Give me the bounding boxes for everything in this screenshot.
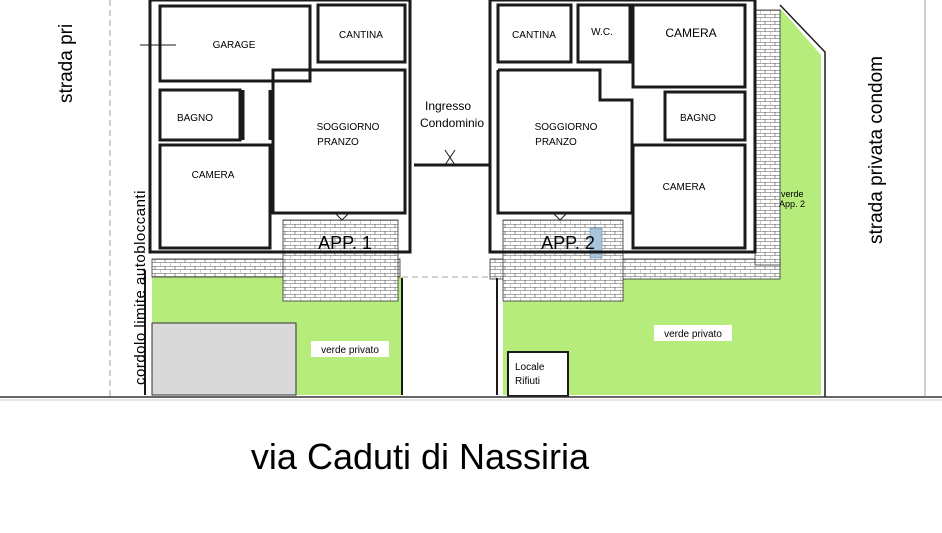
soggiorno-1-label: SOGGIORNO: [317, 122, 380, 133]
verde-privato-1-label: verde privato: [321, 345, 379, 356]
bagno-2-wall: [663, 90, 747, 142]
app2-label: APP. 2: [541, 233, 595, 253]
rifiuti-label: Rifiuti: [515, 376, 540, 387]
locale-label: Locale: [515, 362, 545, 373]
strada-right-label: strada privata condom: [866, 56, 887, 244]
camera-1-wall: [158, 143, 272, 250]
camera-2b-label: CAMERA: [663, 182, 706, 193]
soggiorno-2-wall: [496, 68, 634, 215]
camera-1-label: CAMERA: [192, 170, 235, 181]
cordolo-label: cordolo limite autobloccanti: [132, 190, 149, 385]
pranzo-2-label: PRANZO: [535, 137, 577, 148]
garage-wall: [158, 4, 312, 83]
bagno-1-wall: [158, 88, 242, 142]
wc-label: W.C.: [591, 27, 613, 38]
strada-left-label: strada pri: [56, 24, 77, 103]
verde-app2-area: [780, 8, 821, 280]
wc-wall: [576, 3, 632, 64]
condominio-label: Condominio: [420, 116, 484, 130]
paving: [151, 9, 781, 302]
cantina-2-label: CANTINA: [512, 30, 556, 41]
corner-fence: [779, 4, 826, 397]
camera-2b-wall: [631, 143, 747, 250]
right-building-wall: [488, 0, 757, 254]
soggiorno-2-label: SOGGIORNO: [535, 122, 598, 133]
door-marks: [140, 44, 568, 221]
cantina-2-wall: [496, 3, 573, 64]
parking-area: [151, 322, 297, 396]
street-name: via Caduti di Nassiria: [250, 436, 590, 477]
ingresso-label: Ingresso: [425, 99, 471, 113]
garage-label: GARAGE: [213, 40, 256, 51]
walls: [144, 0, 826, 397]
locale-rifiuti-wall: [507, 351, 569, 397]
bagno-1-label: BAGNO: [177, 113, 213, 124]
cantina-1-wall: [316, 3, 407, 64]
terrace-app2: [502, 219, 624, 302]
soggiorno-1-wall: [271, 68, 407, 215]
pranzo-1-label: PRANZO: [317, 137, 359, 148]
left-building-wall: [148, 0, 412, 254]
verde-app2-sub-label: App. 2: [779, 199, 805, 209]
verde-app2-label: verde: [781, 189, 804, 199]
verde-privato-2-label: verde privato: [664, 329, 722, 340]
bagno-2-label: BAGNO: [680, 113, 716, 124]
cantina-1-label: CANTINA: [339, 30, 383, 41]
terrace-app1: [282, 219, 399, 302]
app1-label: APP. 1: [318, 233, 372, 253]
camera-2a-label: CAMERA: [665, 26, 716, 40]
camera-2a-wall: [631, 3, 747, 89]
paving-strip-vertical: [754, 9, 781, 266]
